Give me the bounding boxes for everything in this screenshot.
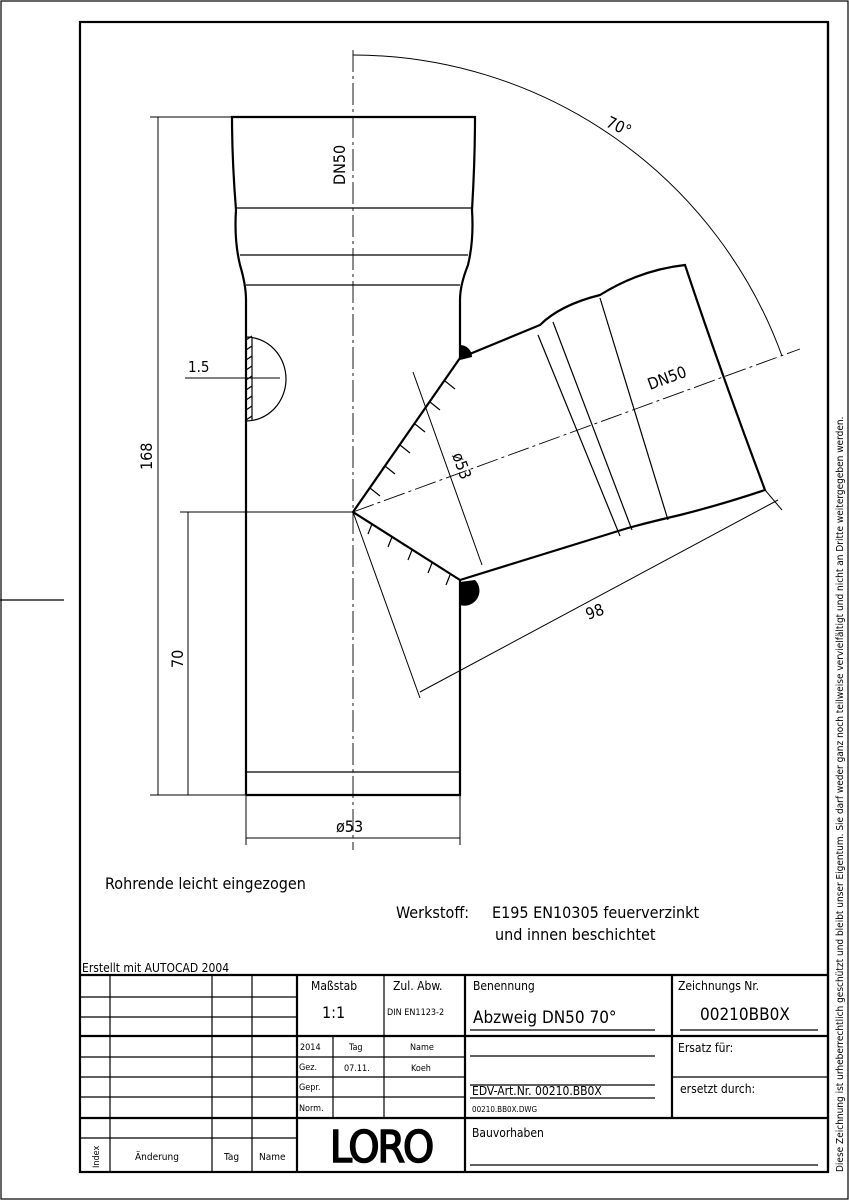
dim-angle: 70° — [603, 112, 634, 140]
replaced-by-label: ersetzt durch: — [680, 1082, 755, 1096]
scale-label: Maßstab — [311, 979, 357, 993]
material-line-1: E195 EN10305 feuerverzinkt — [492, 903, 699, 922]
loro-logo: LORO — [330, 1122, 432, 1173]
label-main-dn: DN50 — [330, 145, 349, 185]
dim-branch-diameter: ø53 — [448, 450, 475, 482]
main-pipe — [230, 115, 477, 797]
drawing-no-label: Zeichnungs Nr. — [678, 979, 759, 993]
note-pipe-end: Rohrende leicht eingezogen — [105, 874, 306, 893]
tolerance-label: Zul. Abw. — [393, 979, 443, 993]
material-label: Werkstoff: — [396, 903, 469, 922]
copyright-notice: Diese Zeichnung ist urheberrechtlich ges… — [835, 417, 846, 1172]
drawn-by: Koeh — [411, 1064, 431, 1074]
drawn-date: 07.11. — [344, 1064, 370, 1074]
dim-branch-height: 70 — [168, 650, 187, 668]
wall-detail: 1.5 — [185, 335, 287, 422]
drawn-label: Gez. — [299, 1063, 317, 1073]
label-branch-dn: DN50 — [645, 362, 689, 394]
name-col-label: Name — [410, 1043, 434, 1053]
dim-wall: 1.5 — [188, 358, 209, 376]
branch-pipe — [351, 263, 767, 606]
norm-label: Norm. — [299, 1104, 324, 1114]
project-label: Bauvorhaben — [472, 1126, 544, 1140]
edv-art-nr: EDV-Art.Nr. 00210.BB0X — [472, 1084, 602, 1098]
drawing-number: 00210BB0X — [700, 1005, 790, 1025]
day-label: Tag — [348, 1043, 363, 1053]
name-label: Benennung — [473, 979, 535, 993]
rev-name-label: Name — [259, 1152, 286, 1163]
dim-branch-length: 98 — [583, 600, 607, 624]
dim-total-height: 168 — [137, 443, 156, 470]
title-block: Maßstab 1:1 Zul. Abw. DIN EN1123-2 Benen… — [80, 973, 828, 1174]
rev-change-label: Änderung — [135, 1150, 179, 1163]
scale-value: 1:1 — [322, 1003, 345, 1022]
checked-label: Gepr. — [299, 1083, 320, 1093]
year: 2014 — [300, 1043, 321, 1053]
tolerance-value: DIN EN1123-2 — [387, 1008, 444, 1018]
rev-index-label: Index — [92, 1146, 102, 1168]
created-with: Erstellt mit AUTOCAD 2004 — [82, 961, 229, 975]
dimension-lines — [150, 54, 783, 845]
dim-main-diameter: ø53 — [336, 817, 363, 836]
material-line-2: und innen beschichtet — [495, 925, 656, 944]
drawing-frame — [78, 20, 830, 1174]
dwg-file: 00210.BB0X.DWG — [472, 1105, 537, 1114]
replaces-label: Ersatz für: — [678, 1041, 733, 1055]
part-name: Abzweig DN50 70° — [473, 1008, 617, 1028]
rev-day-label: Tag — [223, 1152, 239, 1163]
